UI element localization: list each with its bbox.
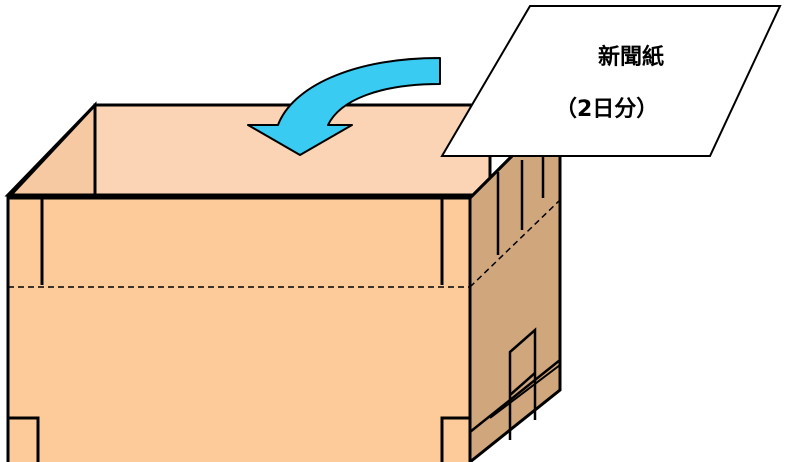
curved-down-arrow-icon: [247, 57, 441, 156]
side-handle-mid: [509, 372, 536, 396]
box-front-face: [6, 196, 472, 462]
newspaper-sheet: [440, 5, 782, 157]
side-dashed-edge: [469, 199, 561, 288]
newspaper-label-line1: 新聞紙: [598, 44, 664, 70]
box-top-left-edge: [6, 103, 97, 200]
side-bottom-flap: [469, 359, 561, 433]
side-handle-slot: [508, 327, 537, 440]
newspaper-label-line2: （2日分）: [555, 97, 658, 122]
front-corner-tab-left: [8, 416, 40, 462]
side-bottom-flap-2: [489, 364, 561, 419]
front-corner-tab-right: [440, 416, 470, 462]
